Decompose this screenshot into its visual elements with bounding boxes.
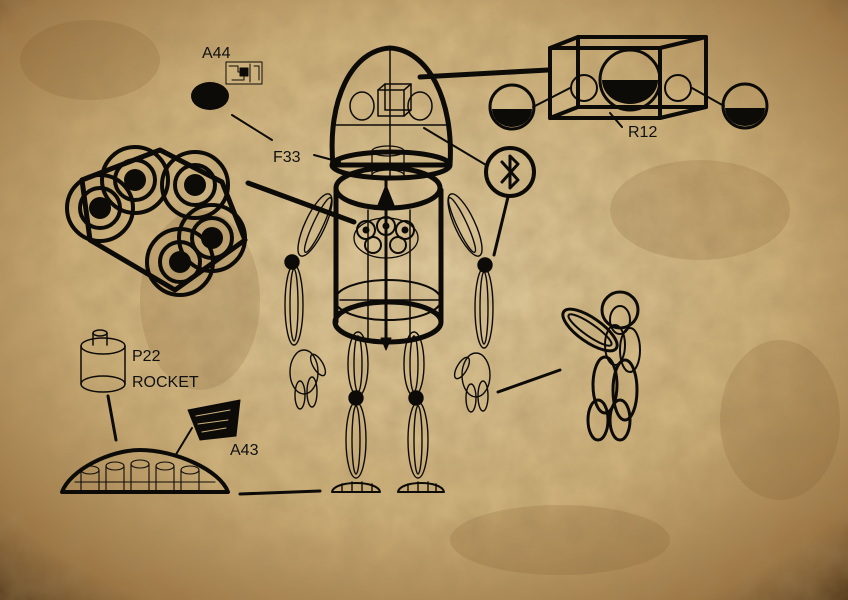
- f33-leader-line: [313, 154, 341, 163]
- a44-leader-line: [231, 114, 273, 141]
- robot-left-leg: [331, 331, 381, 493]
- rocket-thruster-dome: [60, 448, 230, 494]
- robot-left-arm: [284, 193, 333, 410]
- p22-rocket-cylinder: [80, 329, 126, 393]
- battery-leader-line: [245, 180, 357, 225]
- label-r12: R12: [628, 124, 657, 141]
- label-a44: A44: [202, 45, 231, 62]
- robot-head: [329, 45, 453, 168]
- p22-leader-line: [106, 394, 118, 442]
- label-a43: A43: [230, 442, 259, 459]
- bluetooth-icon: [484, 146, 536, 198]
- a44-component: [191, 61, 263, 110]
- label-rocket: ROCKET: [132, 374, 199, 391]
- a44-circuit-board: [225, 61, 263, 85]
- a43-leader-line: [174, 427, 193, 457]
- robot-right-leg: [397, 331, 445, 493]
- robot-eyes: [349, 83, 433, 121]
- bluetooth-leader-head: [423, 127, 487, 166]
- bluetooth-leader-arm: [492, 195, 510, 257]
- label-f33: F33: [273, 149, 301, 166]
- r12-leader-line: [417, 67, 551, 80]
- r12-camera-rig: [488, 35, 769, 131]
- bent-arm-detail: [561, 290, 641, 442]
- label-p22: P22: [132, 348, 161, 365]
- dome-leader-line: [238, 489, 322, 496]
- arm-detail-leader-line: [496, 368, 562, 394]
- a43-circuit-board: [187, 399, 241, 441]
- paper-stains: [20, 20, 840, 575]
- robot-figure: [284, 45, 494, 493]
- robot-torso: [332, 165, 444, 351]
- battery-pack-component: [65, 145, 248, 297]
- robot-right-arm: [447, 193, 494, 413]
